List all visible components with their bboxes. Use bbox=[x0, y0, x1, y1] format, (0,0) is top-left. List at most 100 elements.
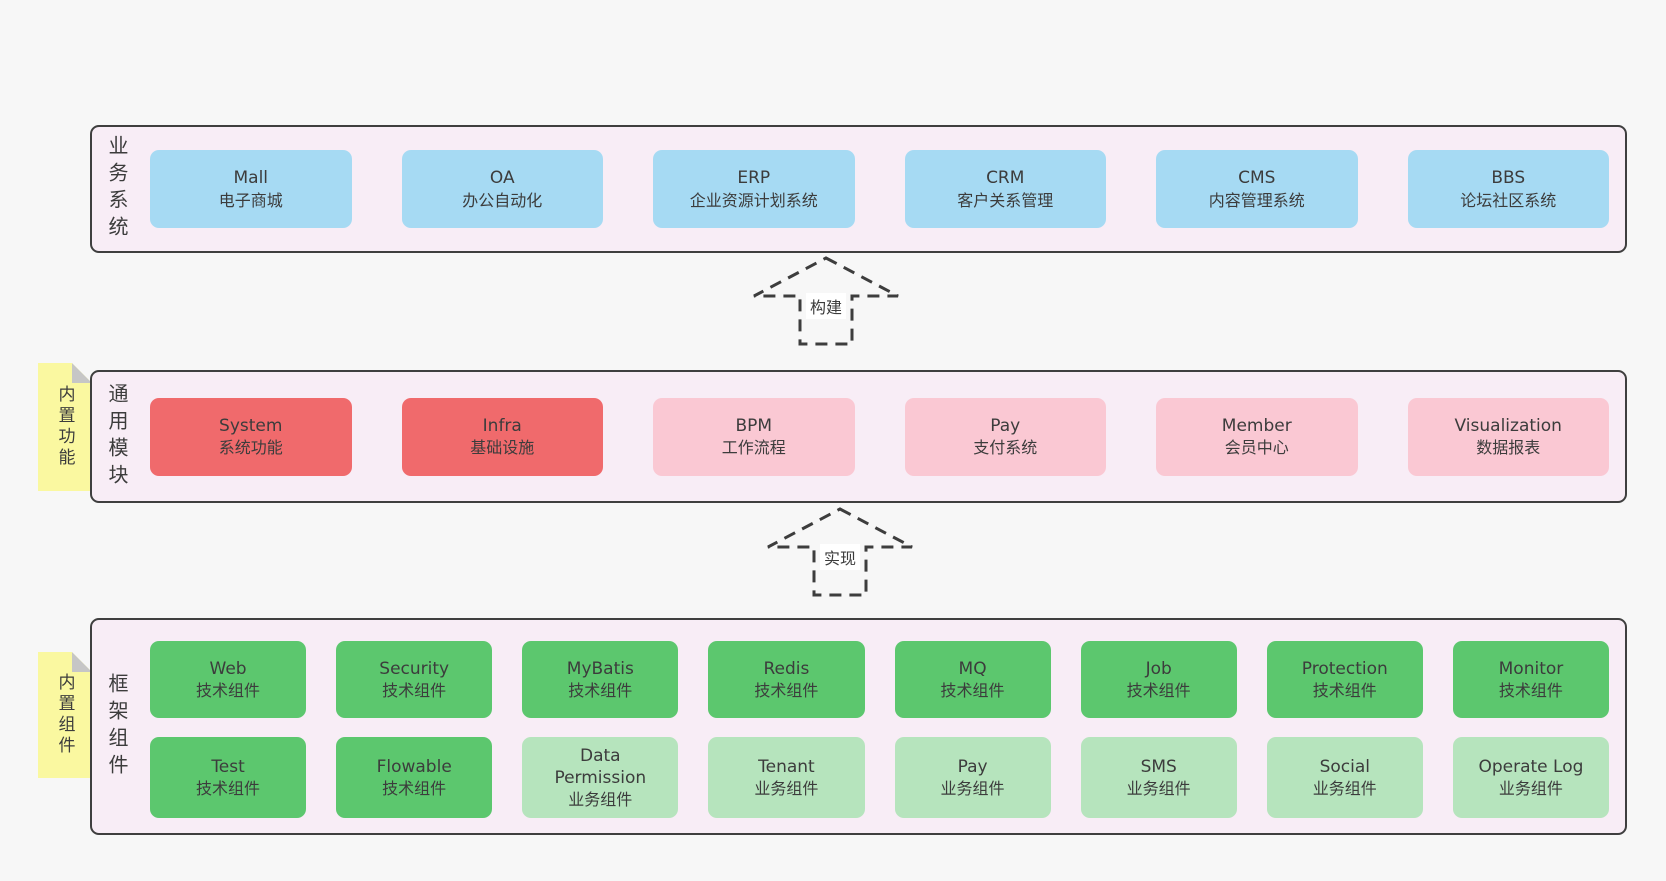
node-subtitle: 技术组件 bbox=[1126, 681, 1191, 701]
node-title: Test bbox=[211, 756, 245, 777]
components-row-1: Web 技术组件 Security 技术组件 MyBatis 技术组件 Redi… bbox=[150, 641, 1609, 718]
node-member: Member 会员中心 bbox=[1156, 397, 1358, 476]
node-tenant: Tenant 业务组件 bbox=[708, 737, 865, 818]
node-title: Job bbox=[1145, 658, 1172, 679]
node-title: Infra bbox=[482, 415, 522, 436]
node-subtitle: 业务组件 bbox=[754, 779, 819, 799]
folded-corner-icon bbox=[72, 363, 92, 383]
build-arrow: 构建 bbox=[746, 255, 906, 347]
node-test: Test 技术组件 bbox=[150, 737, 307, 818]
node-subtitle: 技术组件 bbox=[196, 681, 261, 701]
common-modules-layer: 通用模块 System 系统功能 Infra 基础设施 BPM 工作流程 Pay… bbox=[90, 370, 1627, 503]
node-subtitle: 业务组件 bbox=[1126, 779, 1191, 799]
node-system: System 系统功能 bbox=[150, 397, 352, 476]
node-mall: Mall 电子商城 bbox=[150, 150, 352, 228]
node-title: CMS bbox=[1238, 168, 1276, 189]
node-oa: OA 办公自动化 bbox=[401, 150, 603, 228]
node-title: SMS bbox=[1140, 756, 1177, 777]
node-subtitle: 会员中心 bbox=[1224, 438, 1289, 458]
node-title: BPM bbox=[735, 415, 773, 436]
node-pay: Pay 支付系统 bbox=[904, 397, 1106, 476]
node-subtitle: 业务组件 bbox=[940, 779, 1005, 799]
node-title: Visualization bbox=[1454, 415, 1562, 436]
node-subtitle: 企业资源计划系统 bbox=[689, 190, 818, 210]
components-rows: Web 技术组件 Security 技术组件 MyBatis 技术组件 Redi… bbox=[150, 641, 1609, 818]
node-title: CRM bbox=[986, 168, 1025, 189]
node-title: System bbox=[219, 415, 283, 436]
node-subtitle: 内容管理系统 bbox=[1208, 190, 1305, 210]
node-cms: CMS 内容管理系统 bbox=[1156, 150, 1358, 228]
node-title: BBS bbox=[1491, 168, 1526, 189]
node-title: MQ bbox=[958, 658, 987, 679]
sticky-note-built-in-components: 内置组件 bbox=[38, 652, 92, 778]
node-subtitle: 技术组件 bbox=[196, 779, 261, 799]
up-arrow-icon bbox=[753, 256, 899, 346]
node-subtitle: 技术组件 bbox=[382, 779, 447, 799]
node-subtitle: 工作流程 bbox=[721, 438, 786, 458]
node-subtitle: 电子商城 bbox=[218, 190, 283, 210]
folded-corner-icon bbox=[72, 652, 92, 672]
node-title: Pay bbox=[957, 756, 988, 777]
node-title: Protection bbox=[1301, 658, 1388, 679]
node-subtitle: 办公自动化 bbox=[462, 190, 543, 210]
node-title: ERP bbox=[737, 168, 771, 189]
node-social: Social 业务组件 bbox=[1266, 737, 1423, 818]
node-subtitle: 支付系统 bbox=[973, 438, 1038, 458]
node-flowable: Flowable 技术组件 bbox=[336, 737, 493, 818]
node-operate-log: Operate Log 业务组件 bbox=[1452, 737, 1609, 818]
node-title: Data Permission bbox=[554, 745, 647, 788]
node-bbs: BBS 论坛社区系统 bbox=[1407, 150, 1609, 228]
node-security: Security 技术组件 bbox=[336, 641, 493, 718]
node-title: Security bbox=[379, 658, 450, 679]
node-subtitle: 业务组件 bbox=[1498, 779, 1563, 799]
sticky-note-label: 内置功能 bbox=[54, 385, 75, 469]
node-subtitle: 论坛社区系统 bbox=[1460, 190, 1557, 210]
node-subtitle: 技术组件 bbox=[1498, 681, 1563, 701]
node-title: Redis bbox=[763, 658, 810, 679]
node-subtitle: 业务组件 bbox=[1312, 779, 1377, 799]
layer-label-modules: 通用模块 bbox=[105, 382, 129, 491]
node-subtitle: 技术组件 bbox=[1312, 681, 1377, 701]
sticky-note-label: 内置组件 bbox=[54, 673, 75, 757]
node-bpm: BPM 工作流程 bbox=[653, 397, 855, 476]
node-sms: SMS 业务组件 bbox=[1080, 737, 1237, 818]
node-subtitle: 技术组件 bbox=[382, 681, 447, 701]
node-erp: ERP 企业资源计划系统 bbox=[653, 150, 855, 228]
node-subtitle: 技术组件 bbox=[754, 681, 819, 701]
sticky-note-built-in-features: 内置功能 bbox=[38, 363, 92, 491]
components-row-2: Test 技术组件 Flowable 技术组件 Data Permission … bbox=[150, 737, 1609, 818]
node-data-permission: Data Permission 业务组件 bbox=[522, 737, 679, 818]
node-title: Member bbox=[1221, 415, 1292, 436]
implement-arrow: 实现 bbox=[760, 506, 920, 598]
business-boxes-row: Mall 电子商城 OA 办公自动化 ERP 企业资源计划系统 CRM 客户关系… bbox=[150, 150, 1609, 228]
implement-arrow-label: 实现 bbox=[819, 544, 861, 570]
node-title: Tenant bbox=[758, 756, 815, 777]
up-arrow-icon bbox=[767, 507, 913, 597]
layer-label-business: 业务系统 bbox=[105, 135, 129, 243]
node-title: Web bbox=[209, 658, 247, 679]
business-systems-layer: 业务系统 Mall 电子商城 OA 办公自动化 ERP 企业资源计划系统 CRM… bbox=[90, 125, 1627, 253]
build-arrow-label: 构建 bbox=[805, 293, 847, 319]
node-mq: MQ 技术组件 bbox=[894, 641, 1051, 718]
node-mybatis: MyBatis 技术组件 bbox=[522, 641, 679, 718]
node-subtitle: 技术组件 bbox=[568, 681, 633, 701]
node-title: Monitor bbox=[1498, 658, 1564, 679]
node-visualization: Visualization 数据报表 bbox=[1407, 397, 1609, 476]
node-subtitle: 系统功能 bbox=[218, 438, 283, 458]
node-subtitle: 技术组件 bbox=[940, 681, 1005, 701]
node-title: Mall bbox=[233, 168, 269, 189]
layer-label-components: 框架组件 bbox=[105, 672, 129, 781]
node-web: Web 技术组件 bbox=[150, 641, 307, 718]
node-infra: Infra 基础设施 bbox=[401, 397, 603, 476]
node-job: Job 技术组件 bbox=[1080, 641, 1237, 718]
modules-boxes-row: System 系统功能 Infra 基础设施 BPM 工作流程 Pay 支付系统… bbox=[150, 397, 1609, 476]
node-subtitle: 数据报表 bbox=[1476, 438, 1541, 458]
node-protection: Protection 技术组件 bbox=[1266, 641, 1423, 718]
node-title: OA bbox=[489, 168, 515, 189]
node-monitor: Monitor 技术组件 bbox=[1452, 641, 1609, 718]
node-subtitle: 客户关系管理 bbox=[957, 190, 1054, 210]
node-redis: Redis 技术组件 bbox=[708, 641, 865, 718]
node-title: Pay bbox=[990, 415, 1021, 436]
framework-components-layer: 框架组件 Web 技术组件 Security 技术组件 MyBatis 技术组件… bbox=[90, 618, 1627, 835]
